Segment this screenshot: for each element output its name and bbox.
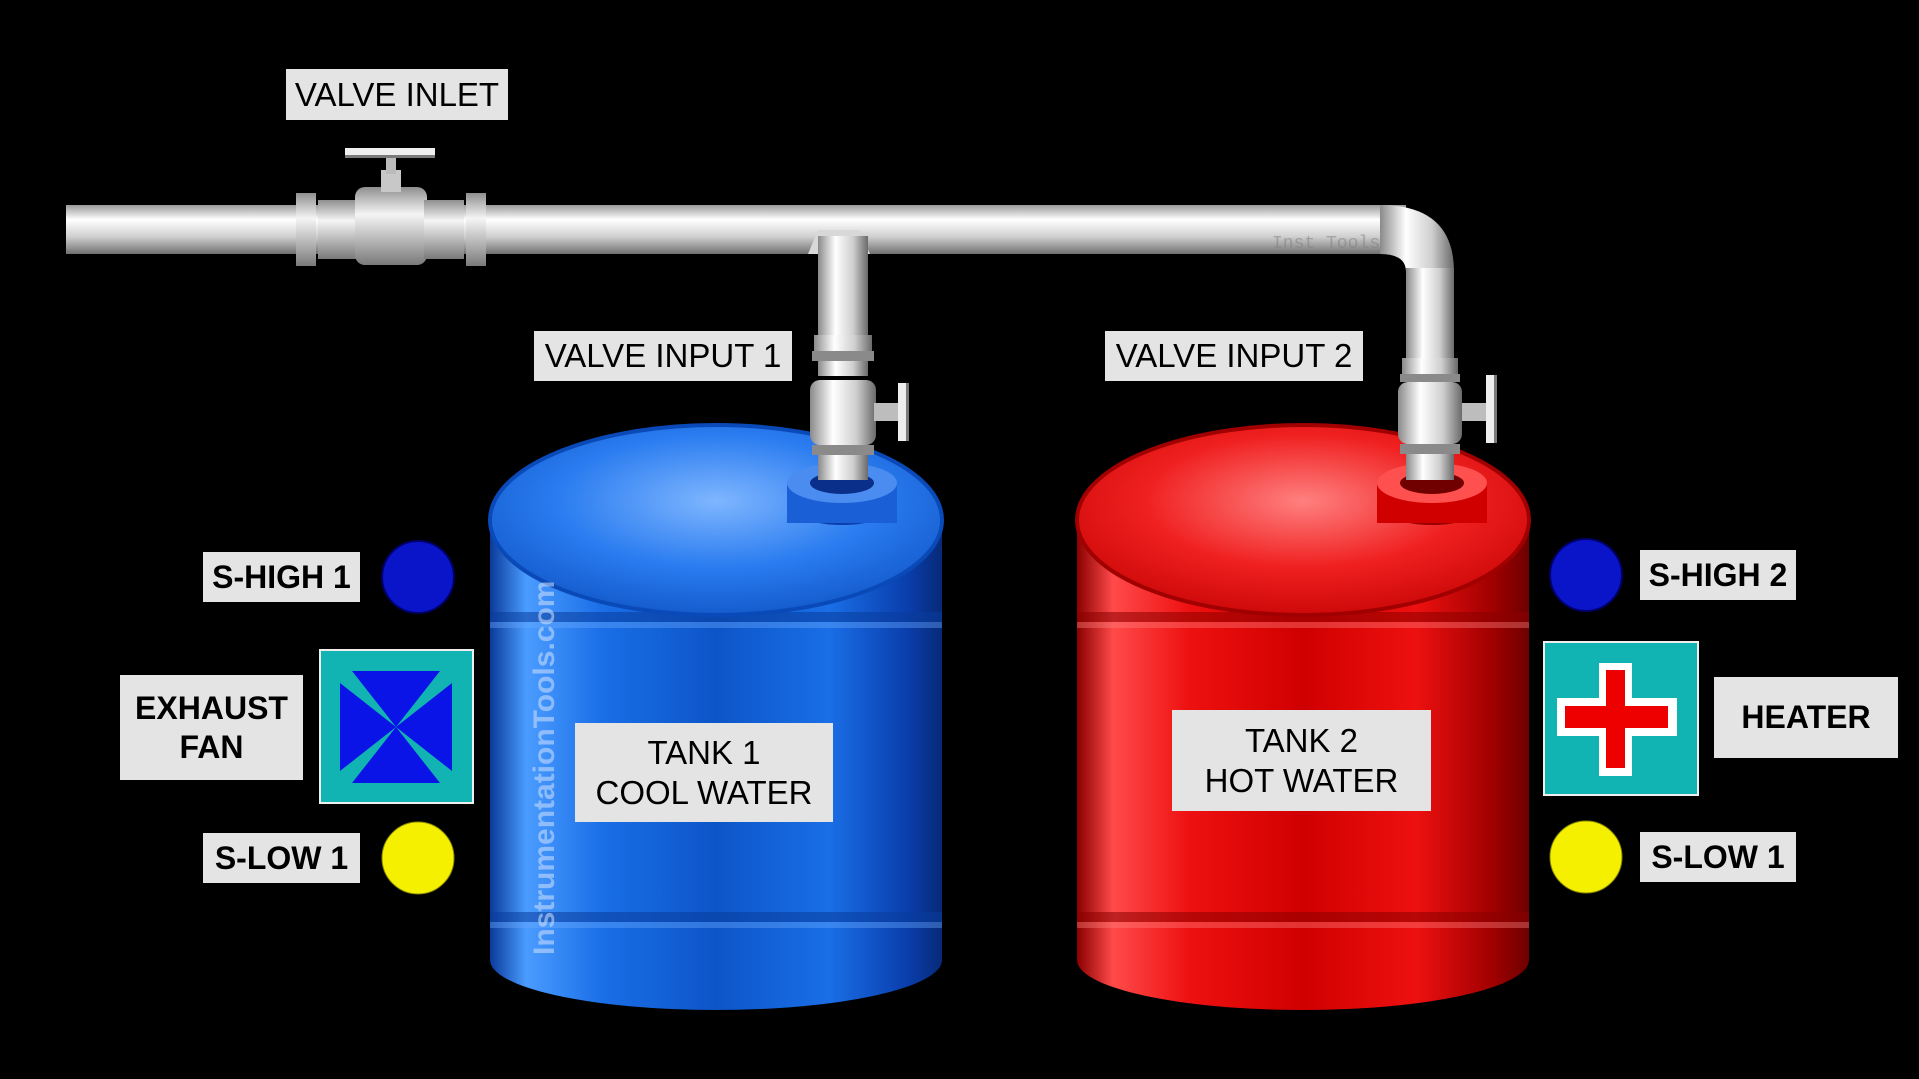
gate-valve-icon: [1398, 358, 1497, 480]
valve-input-2[interactable]: [1398, 358, 1497, 480]
exhaust-fan-line-1: EXHAUST: [135, 690, 288, 727]
gate-valve-icon: [296, 148, 486, 266]
main-pipe: [66, 205, 1454, 378]
valve-input-2-label: VALVE INPUT 2: [1105, 331, 1363, 381]
tank-1-name: TANK 1: [647, 733, 761, 771]
vertical-watermark: InstrumentationTools.com: [528, 580, 561, 955]
tank-1: [488, 423, 944, 1010]
tank-2-label: TANK 2 HOT WATER: [1172, 710, 1431, 811]
s-high-1-label: S-HIGH 1: [203, 552, 360, 602]
s-high-2-indicator: [1549, 538, 1623, 612]
tank-1-contents: COOL WATER: [595, 773, 813, 811]
s-high-1-indicator: [381, 540, 455, 614]
fan-icon: [340, 671, 452, 783]
valve-input-1-label: VALVE INPUT 1: [534, 331, 792, 381]
corner-watermark: Inst Tools: [1272, 234, 1381, 254]
valve-inlet-label: VALVE INLET: [286, 69, 508, 120]
exhaust-fan[interactable]: [319, 649, 474, 804]
exhaust-fan-line-2: FAN: [179, 728, 244, 765]
valve-input-1[interactable]: [810, 335, 909, 480]
s-low-1-left-indicator: [381, 821, 455, 895]
tank-2-contents: HOT WATER: [1204, 761, 1399, 799]
s-high-2-label: S-HIGH 2: [1640, 550, 1796, 600]
heater[interactable]: [1543, 641, 1699, 796]
s-low-1-right-indicator: [1549, 820, 1623, 894]
heater-icon: [1557, 663, 1677, 776]
tank-1-label: TANK 1 COOL WATER: [575, 723, 833, 822]
exhaust-fan-label: EXHAUST FAN: [120, 675, 303, 780]
s-low-1-left-label: S-LOW 1: [203, 833, 360, 883]
s-low-1-right-label: S-LOW 1: [1640, 832, 1796, 882]
valve-inlet[interactable]: [296, 148, 486, 266]
gate-valve-icon: [810, 335, 909, 480]
tank-2-name: TANK 2: [1244, 721, 1359, 759]
heater-label: HEATER: [1714, 677, 1898, 758]
